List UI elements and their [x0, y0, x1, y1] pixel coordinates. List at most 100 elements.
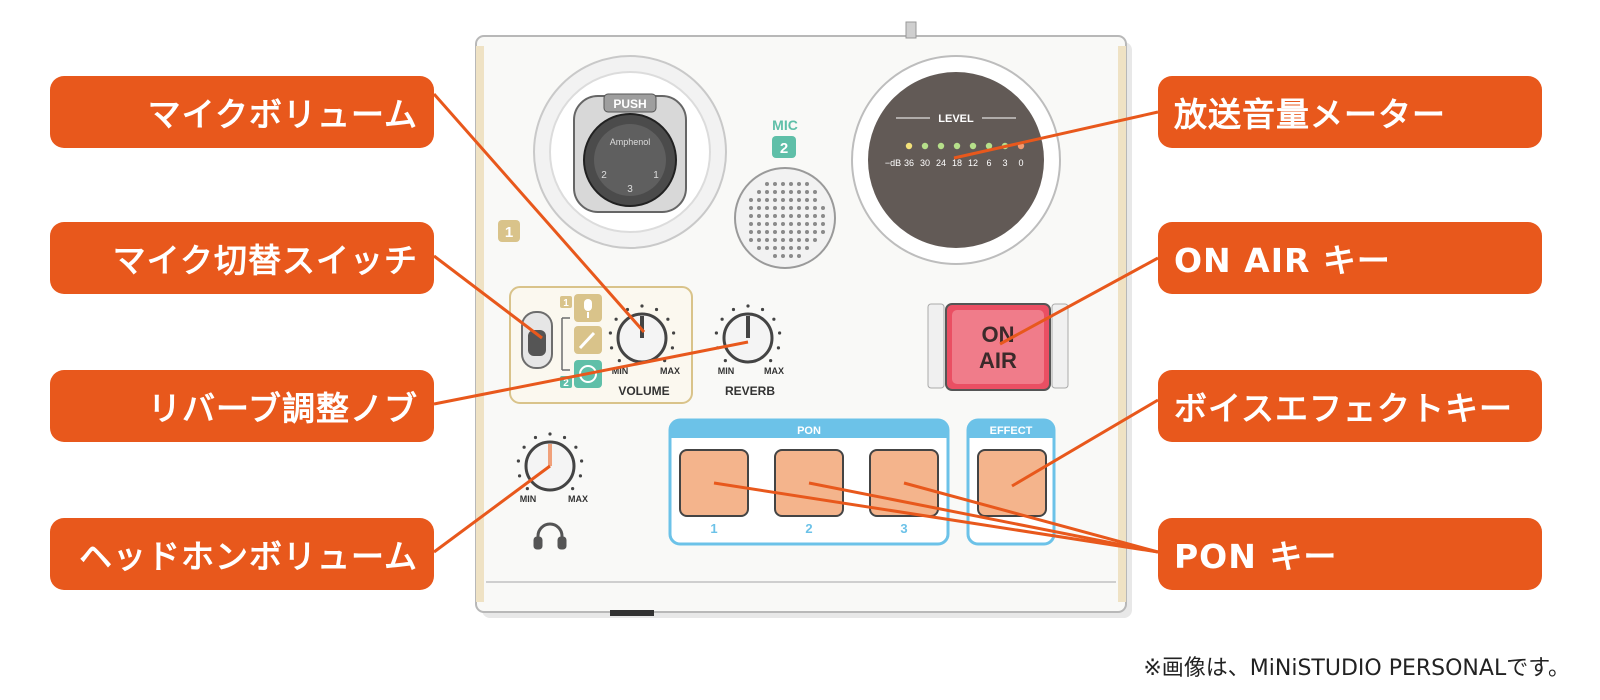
meter-led	[937, 142, 945, 150]
grille-dot	[757, 246, 761, 250]
grille-dot	[781, 230, 785, 234]
knob-tick	[760, 307, 765, 312]
grille-dot	[765, 246, 769, 250]
grille-dot	[789, 230, 793, 234]
pon-key-1-label: 1	[710, 521, 717, 536]
grille-dot	[773, 254, 777, 258]
grille-dot	[781, 214, 785, 218]
grille-dot	[797, 246, 801, 250]
grille-dot	[781, 238, 785, 242]
grille-dot	[757, 198, 761, 202]
leader-lines	[432, 93, 1159, 554]
knob-tick	[562, 435, 567, 440]
grille-dot	[789, 238, 793, 242]
meter-title: LEVEL	[938, 113, 974, 125]
grille-dot	[773, 238, 777, 242]
headphone-max-label: MAX	[568, 494, 588, 504]
grille-dot	[773, 222, 777, 226]
effect-key[interactable]	[977, 449, 1047, 517]
xlr-pin-1: 1	[653, 170, 659, 181]
grille-dot	[805, 214, 809, 218]
grille-dot	[813, 190, 817, 194]
grille-dot	[765, 198, 769, 202]
callout-headphone-volume: ヘッドホンボリューム	[50, 518, 434, 590]
callout-level-meter: 放送音量メーター	[1158, 76, 1542, 148]
grille-dot	[813, 222, 817, 226]
meter-scale-label: −dB	[885, 158, 901, 168]
on-air-line1: ON	[982, 322, 1015, 347]
grille-dot	[789, 222, 793, 226]
knob-tick	[746, 304, 750, 308]
grille-dot	[773, 198, 777, 202]
knob-tick	[525, 487, 529, 491]
knob-tick	[522, 445, 526, 449]
volume-max-label: MAX	[660, 366, 680, 376]
grille-dot	[757, 206, 761, 210]
callout-voice-effect-key: ボイスエフェクトキー	[1158, 370, 1542, 442]
svg-text:1: 1	[563, 298, 569, 309]
headphone-icon	[533, 522, 567, 550]
grille-dot	[797, 190, 801, 194]
grille-dot	[813, 206, 817, 210]
grille-dot	[789, 190, 793, 194]
svg-text:1: 1	[505, 224, 513, 241]
knob-tick	[672, 331, 676, 335]
grille-dot	[805, 190, 809, 194]
grille-dot	[749, 214, 753, 218]
knob-tick	[608, 331, 612, 335]
grille-dot	[773, 246, 777, 250]
grille-dot	[797, 182, 801, 186]
meter-scale-label: 36	[904, 158, 914, 168]
grille-dot	[781, 246, 785, 250]
push-tab[interactable]	[603, 93, 657, 113]
mic2-label: MIC	[772, 117, 798, 133]
knob-tick	[776, 346, 781, 350]
brand-label: Amphenol	[610, 137, 651, 147]
grille-dot	[773, 206, 777, 210]
grille-dot	[797, 206, 801, 210]
knob-tick	[578, 474, 583, 478]
knob-tick	[723, 359, 727, 363]
meter-led	[985, 142, 993, 150]
grille-dot	[821, 222, 825, 226]
pon-label: PON	[797, 425, 821, 437]
reverb-min-label: MIN	[718, 366, 735, 376]
knob-tick	[769, 359, 773, 363]
knob-tick	[772, 317, 776, 321]
grille-dot	[765, 230, 769, 234]
meter-led	[905, 142, 913, 150]
grille-dot	[781, 254, 785, 258]
callout-mic-volume: マイクボリューム	[50, 76, 434, 148]
grille-dot	[805, 182, 809, 186]
grille-dot	[757, 230, 761, 234]
grille-dot	[789, 206, 793, 210]
grille-dot	[797, 230, 801, 234]
grille-dot	[797, 254, 801, 258]
grille-dot	[773, 214, 777, 218]
knob-tick	[580, 459, 584, 463]
grille-dot	[765, 190, 769, 194]
grille-dot	[781, 190, 785, 194]
headphone-min-label: MIN	[520, 494, 537, 504]
grille-dot	[805, 230, 809, 234]
push-label: PUSH	[613, 97, 646, 111]
grille-dot	[797, 214, 801, 218]
grille-dot	[789, 254, 793, 258]
grille-dot	[765, 206, 769, 210]
grille-dot	[805, 246, 809, 250]
reverb-max-label: MAX	[764, 366, 784, 376]
grille-dot	[797, 238, 801, 242]
meter-scale-label: 18	[952, 158, 962, 168]
meter-scale-label: 12	[968, 158, 978, 168]
mic2-badge	[772, 136, 796, 158]
knob-tick	[617, 359, 621, 363]
svg-text:2: 2	[563, 378, 569, 389]
grille-dot	[773, 190, 777, 194]
effect-label: EFFECT	[990, 425, 1033, 437]
pon-key-2-label: 2	[805, 521, 812, 536]
grille-dot	[797, 222, 801, 226]
knob-tick	[731, 307, 736, 312]
on-air-line2: AIR	[979, 348, 1017, 373]
grille-dot	[757, 222, 761, 226]
